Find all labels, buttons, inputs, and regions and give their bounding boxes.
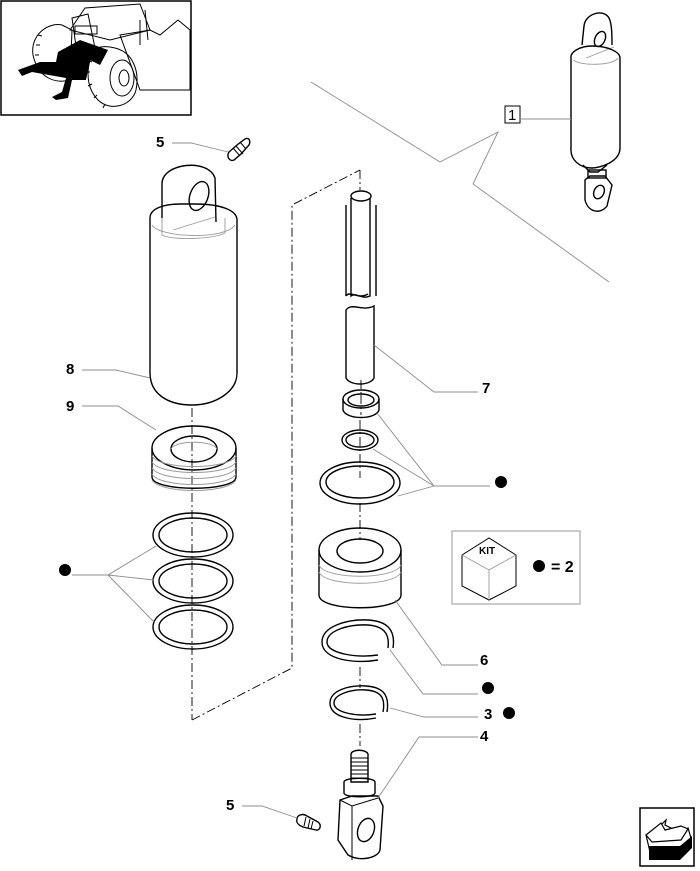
cylinder-barrel [149,164,238,406]
kit-legend: KIT = 2 [451,530,581,605]
callout-label-7: 7 [482,380,490,397]
tractor-location-thumbnail[interactable] [0,0,192,116]
callout-label-3: 3 [484,706,492,723]
rod-seals [319,389,401,505]
kit-box-icon [461,537,517,601]
rod-eye [337,749,384,860]
callout-label-8: 8 [66,361,74,378]
grease-nipple-bottom [296,813,321,831]
piston-head [151,425,237,491]
gland [318,527,402,609]
kit-dot-icon [503,707,515,719]
callout-label-1: 1 [508,107,516,124]
callout-label-4: 4 [480,728,489,745]
callout-label-5-top: 5 [156,134,164,151]
assembly-pointer-line [310,81,610,283]
kit-equals-text: = 2 [551,559,574,576]
seal-rings-left [152,512,234,650]
kit-dot-icon [495,476,507,488]
kit-dot-icon [482,682,494,694]
next-page-arrow-icon[interactable] [639,807,695,867]
kit-dot-icon [533,560,545,572]
callout-label-6: 6 [480,652,488,669]
grease-nipple-top [227,137,251,162]
kit-box-label: KIT [479,546,495,557]
piston-rod [345,170,377,395]
assembly-link-line [191,169,361,721]
kit-dot-icon [59,564,71,576]
circlip [329,685,389,721]
snap-ring [321,619,395,663]
assembled-cylinder [570,12,621,212]
tractor-icon [18,3,191,109]
callout-badge-1 [504,105,521,124]
callout-label-5-bottom: 5 [226,797,234,814]
callout-label-9: 9 [66,398,74,415]
